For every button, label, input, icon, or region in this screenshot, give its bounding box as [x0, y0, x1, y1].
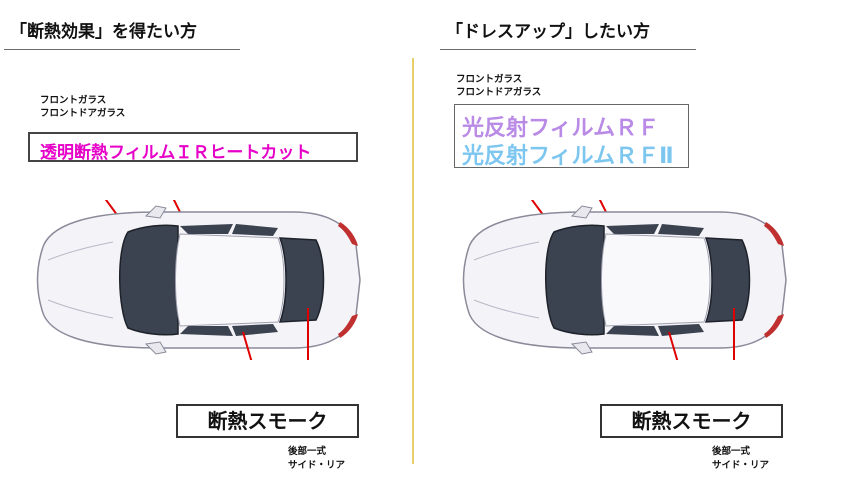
right-leader-rear-door [668, 331, 679, 360]
right-film-label-rf2: 光反射フィルムＲＦⅡ [462, 144, 674, 169]
right-windshield [545, 224, 605, 336]
left-smoke-label: 断熱スモーク [176, 404, 359, 438]
left-windshield [119, 224, 179, 336]
right-rear-note-1: 後部一式 [712, 446, 751, 457]
left-heading-underline [4, 49, 240, 50]
right-smoke-label: 断熱スモーク [600, 404, 783, 438]
right-front-door-glass [606, 224, 659, 234]
left-rear-note-1: 後部一式 [288, 446, 327, 457]
left-car-illustration [36, 200, 361, 360]
right-rear-window [704, 237, 751, 323]
right-car-illustration [462, 200, 787, 360]
left-film-label: 透明断熱フィルムＩＲヒートカット [40, 143, 312, 163]
right-rear-note-2: サイド・リア [712, 460, 770, 471]
left-heading: 「断熱効果」を得たい方 [10, 22, 197, 42]
right-front-note-2: フロントドアガラス [456, 87, 542, 98]
right-heading-underline [440, 49, 696, 50]
left-front-note-1: フロントガラス [40, 95, 107, 106]
right-heading: 「ドレスアップ」したい方 [446, 22, 650, 42]
left-rear-window [278, 237, 325, 323]
left-rear-note-2: サイド・リア [288, 460, 346, 471]
left-film-label-box: 透明断熱フィルムＩＲヒートカット [28, 132, 358, 163]
right-front-note-1: フロントガラス [456, 74, 523, 85]
panel-divider [412, 58, 414, 464]
right-film-label-box: 光反射フィルムＲＦ 光反射フィルムＲＦⅡ [454, 104, 689, 169]
left-front-door-glass [180, 224, 233, 234]
left-front-note-2: フロントドアガラス [40, 108, 126, 119]
left-leader-rear-door [242, 331, 253, 360]
right-film-label-rf: 光反射フィルムＲＦ [462, 116, 660, 141]
